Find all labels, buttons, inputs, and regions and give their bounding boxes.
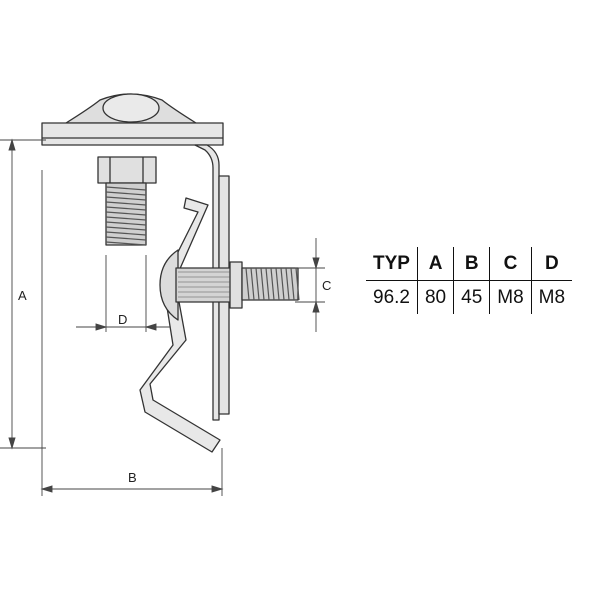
- cell-a: 80: [416, 280, 454, 314]
- cell-b: 45: [453, 280, 490, 314]
- cell-d: M8: [530, 280, 573, 314]
- dim-label-c: C: [322, 278, 331, 293]
- dim-label-a: A: [18, 288, 27, 303]
- dimension-lines: [0, 138, 325, 496]
- cell-c: M8: [489, 280, 532, 314]
- thread-lines: [105, 186, 300, 301]
- bracket-body: [41, 93, 299, 453]
- side-bolt-thread: [241, 267, 299, 301]
- dim-label-b: B: [128, 470, 137, 485]
- header-c: C: [489, 247, 532, 281]
- dim-label-d: D: [118, 312, 127, 327]
- header-d: D: [530, 247, 573, 281]
- top-plate: [41, 122, 224, 146]
- header-typ: TYP: [366, 247, 418, 281]
- cell-typ: 96.2: [373, 286, 410, 308]
- header-b: B: [453, 247, 490, 281]
- spec-table: TYP A B C D 96.2 80 45 M8 M8: [366, 247, 573, 314]
- side-bolt-shank: [175, 267, 233, 303]
- spec-table-header-row: TYP A B C D: [366, 247, 573, 281]
- header-a: A: [416, 247, 454, 281]
- vertical-sheet: [194, 144, 220, 421]
- table-row: 96.2 80 45 M8 M8: [366, 280, 573, 314]
- top-hex-nut: [97, 156, 157, 184]
- side-hex-nut: [229, 261, 243, 309]
